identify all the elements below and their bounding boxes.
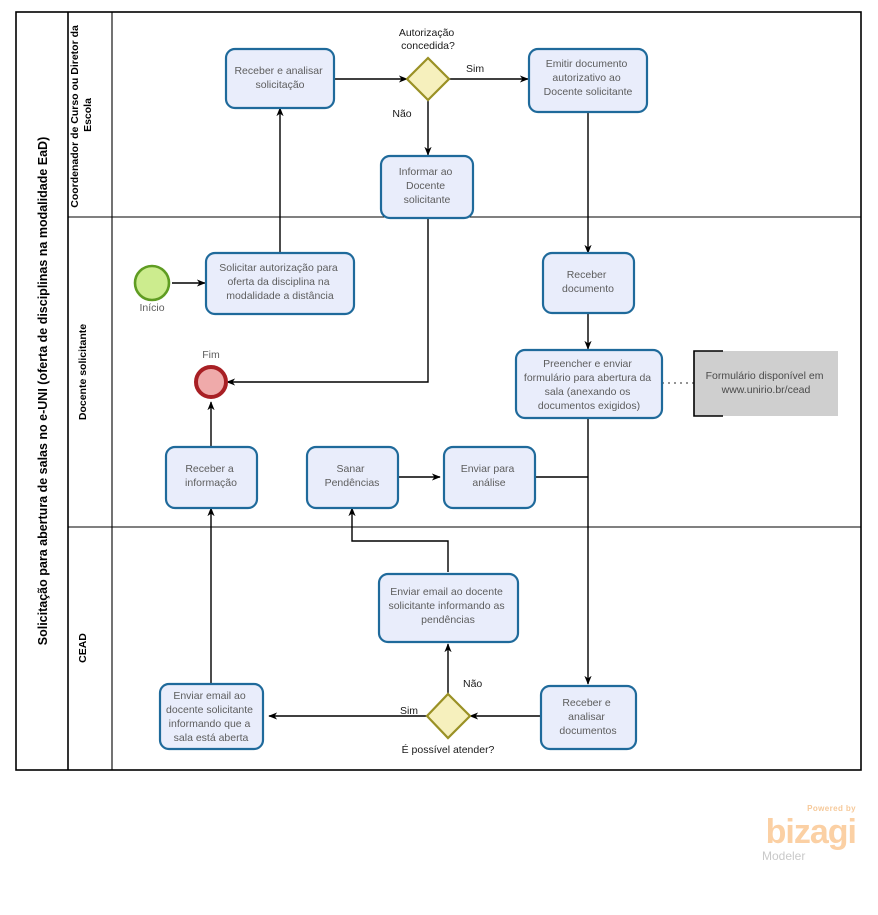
task-line: sala (anexando os bbox=[545, 386, 631, 398]
pool-title-text: Solicitação para abertura de salas no e-… bbox=[36, 137, 50, 645]
lane-header-docente: Docente solicitante bbox=[77, 324, 89, 420]
task-line: Enviar para bbox=[461, 463, 515, 475]
svg-text:Receber e analisar soli: Receber e analisar solicitação bbox=[234, 65, 325, 91]
task-line: Pendências bbox=[325, 477, 380, 489]
sequence-flows bbox=[172, 75, 694, 720]
task-line: formulário para abertura da bbox=[524, 372, 651, 384]
task-line: pendências bbox=[421, 614, 475, 626]
start-event-label: Início bbox=[139, 302, 164, 314]
task-line: Receber e analisar bbox=[234, 65, 323, 77]
task-line: Docente solicitante bbox=[544, 86, 633, 98]
flow-email-pendencias-to-sanar bbox=[348, 507, 449, 572]
task-line: sala está aberta bbox=[174, 732, 249, 744]
svg-text:Solicitar autorização para: Solicitar autorização para oferta da dis… bbox=[219, 262, 340, 302]
task-informar-docente[interactable]: Informar ao Docente solicitante bbox=[379, 154, 475, 220]
svg-text:Receber e analisar: Receber e analisar documentos bbox=[559, 697, 616, 737]
svg-text:Enviar para análise: Enviar para análise bbox=[461, 463, 518, 489]
task-sanar-pendencias[interactable]: Sanar Pendências bbox=[305, 445, 400, 510]
lane-label-cead: CEAD bbox=[77, 633, 89, 663]
brand-name: bizagi bbox=[766, 813, 856, 851]
task-emitir-documento-autorizativo[interactable]: Emitir documento autorizativo ao Docente… bbox=[527, 47, 649, 114]
task-line: solicitante bbox=[404, 194, 451, 206]
task-line: Enviar email ao bbox=[173, 690, 246, 702]
task-line: autorizativo ao bbox=[552, 72, 620, 84]
task-preencher-enviar-formulario[interactable]: Preencher e enviar formulário para abert… bbox=[514, 348, 664, 420]
gateway-label-line: Autorização bbox=[399, 27, 455, 39]
flow-label-atender-nao: Não bbox=[463, 678, 482, 690]
task-line: Receber a bbox=[185, 463, 234, 475]
task-receber-analisar-documentos[interactable]: Receber e analisar documentos bbox=[539, 684, 638, 751]
annotation-formulario: Formulário disponível em www.unirio.br/c… bbox=[693, 350, 838, 417]
pool-title: Solicitação para abertura de salas no e-… bbox=[36, 137, 50, 645]
brand-product: Modeler bbox=[762, 849, 805, 863]
svg-text:Emitir documento autoriz: Emitir documento autorizativo ao Docente… bbox=[544, 58, 633, 98]
gateway-label-atender: É possível atender? bbox=[402, 743, 495, 756]
svg-text:Receber a informação: Receber a informação bbox=[185, 463, 237, 489]
task-receber-analisar-solicitacao[interactable]: Receber e analisar solicitação bbox=[224, 47, 336, 110]
lane-label-coordenador-line1: Coordenador de Curso ou Diretor da bbox=[69, 25, 81, 208]
gateway-autorizacao[interactable]: Autorização concedida? bbox=[399, 27, 457, 102]
task-line: docente solicitante bbox=[166, 704, 253, 716]
task-line: Enviar email ao docente bbox=[390, 586, 503, 598]
task-line: documentos exigidos) bbox=[538, 400, 640, 412]
svg-text:Sanar Pendências: Sanar Pendências bbox=[325, 463, 380, 489]
brand-powered-by: Powered by bbox=[807, 804, 856, 813]
task-line: solicitação bbox=[255, 79, 304, 91]
svg-text:Enviar email ao docente: Enviar email ao docente solicitante info… bbox=[166, 690, 256, 744]
svg-text:Formulário disponível em: Formulário disponível em www.unirio.br/c… bbox=[706, 370, 827, 396]
task-line: Receber e bbox=[562, 697, 611, 709]
task-receber-informacao[interactable]: Receber a informação bbox=[164, 445, 259, 510]
flow-label-autorizacao-nao: Não bbox=[392, 108, 411, 120]
task-line: modalidade a distância bbox=[226, 290, 334, 302]
task-line: análise bbox=[472, 477, 505, 489]
flow-label-atender-sim: Sim bbox=[400, 705, 418, 717]
task-enviar-email-sala-aberta[interactable]: Enviar email ao docente solicitante info… bbox=[158, 682, 265, 751]
task-line: Informar ao bbox=[399, 166, 453, 178]
annotation-line: Formulário disponível em bbox=[706, 370, 824, 382]
task-line: informando que a bbox=[169, 718, 251, 730]
end-event-label: Fim bbox=[202, 349, 220, 361]
task-line: solicitante informando as bbox=[388, 600, 504, 612]
svg-text:Enviar email ao docente: Enviar email ao docente solicitante info… bbox=[388, 586, 507, 626]
task-line: documentos bbox=[559, 725, 616, 737]
flow-informar-to-fim bbox=[226, 217, 429, 386]
bizagi-branding: Powered by bizagi Modeler bbox=[762, 804, 857, 863]
task-line: Receber bbox=[567, 269, 607, 281]
task-line: analisar bbox=[568, 711, 605, 723]
task-enviar-para-analise[interactable]: Enviar para análise bbox=[442, 445, 537, 510]
task-solicitar-autorizacao[interactable]: Solicitar autorização para oferta da dis… bbox=[204, 251, 356, 316]
svg-text:Receber documento: Receber documento bbox=[562, 269, 614, 295]
annotation-line: www.unirio.br/cead bbox=[721, 384, 811, 396]
svg-text:Preencher e enviar formu: Preencher e enviar formulário para abert… bbox=[524, 358, 654, 412]
task-line: informação bbox=[185, 477, 237, 489]
svg-text:Coordenador de Curso ou Direto: Coordenador de Curso ou Diretor da Escol… bbox=[69, 22, 94, 208]
end-event[interactable]: Fim bbox=[194, 349, 228, 399]
task-line: oferta da disciplina na bbox=[227, 276, 329, 288]
task-line: documento bbox=[562, 283, 614, 295]
flow-label-autorizacao-sim: Sim bbox=[466, 63, 484, 75]
lane-header-cead: CEAD bbox=[77, 633, 89, 663]
task-line: Solicitar autorização para bbox=[219, 262, 338, 274]
lane-label-coordenador-line2: Escola bbox=[82, 98, 94, 132]
gateway-label-line: concedida? bbox=[401, 40, 455, 52]
task-enviar-email-pendencias[interactable]: Enviar email ao docente solicitante info… bbox=[377, 572, 520, 644]
lane-label-docente: Docente solicitante bbox=[77, 324, 89, 420]
svg-text:Autorização concedida?: Autorização concedida? bbox=[399, 27, 457, 52]
svg-text:Informar ao Docente: Informar ao Docente solicitante bbox=[399, 166, 456, 206]
task-receber-documento[interactable]: Receber documento bbox=[541, 251, 636, 315]
task-line: Docente bbox=[406, 180, 445, 192]
task-line: Emitir documento bbox=[546, 58, 628, 70]
lane-header-coordenador: Coordenador de Curso ou Diretor da Escol… bbox=[69, 22, 94, 208]
start-event[interactable]: Início bbox=[133, 264, 171, 314]
task-line: Preencher e enviar bbox=[543, 358, 632, 370]
gateway-possivel-atender[interactable]: É possível atender? bbox=[402, 692, 495, 756]
task-line: Sanar bbox=[337, 463, 366, 475]
